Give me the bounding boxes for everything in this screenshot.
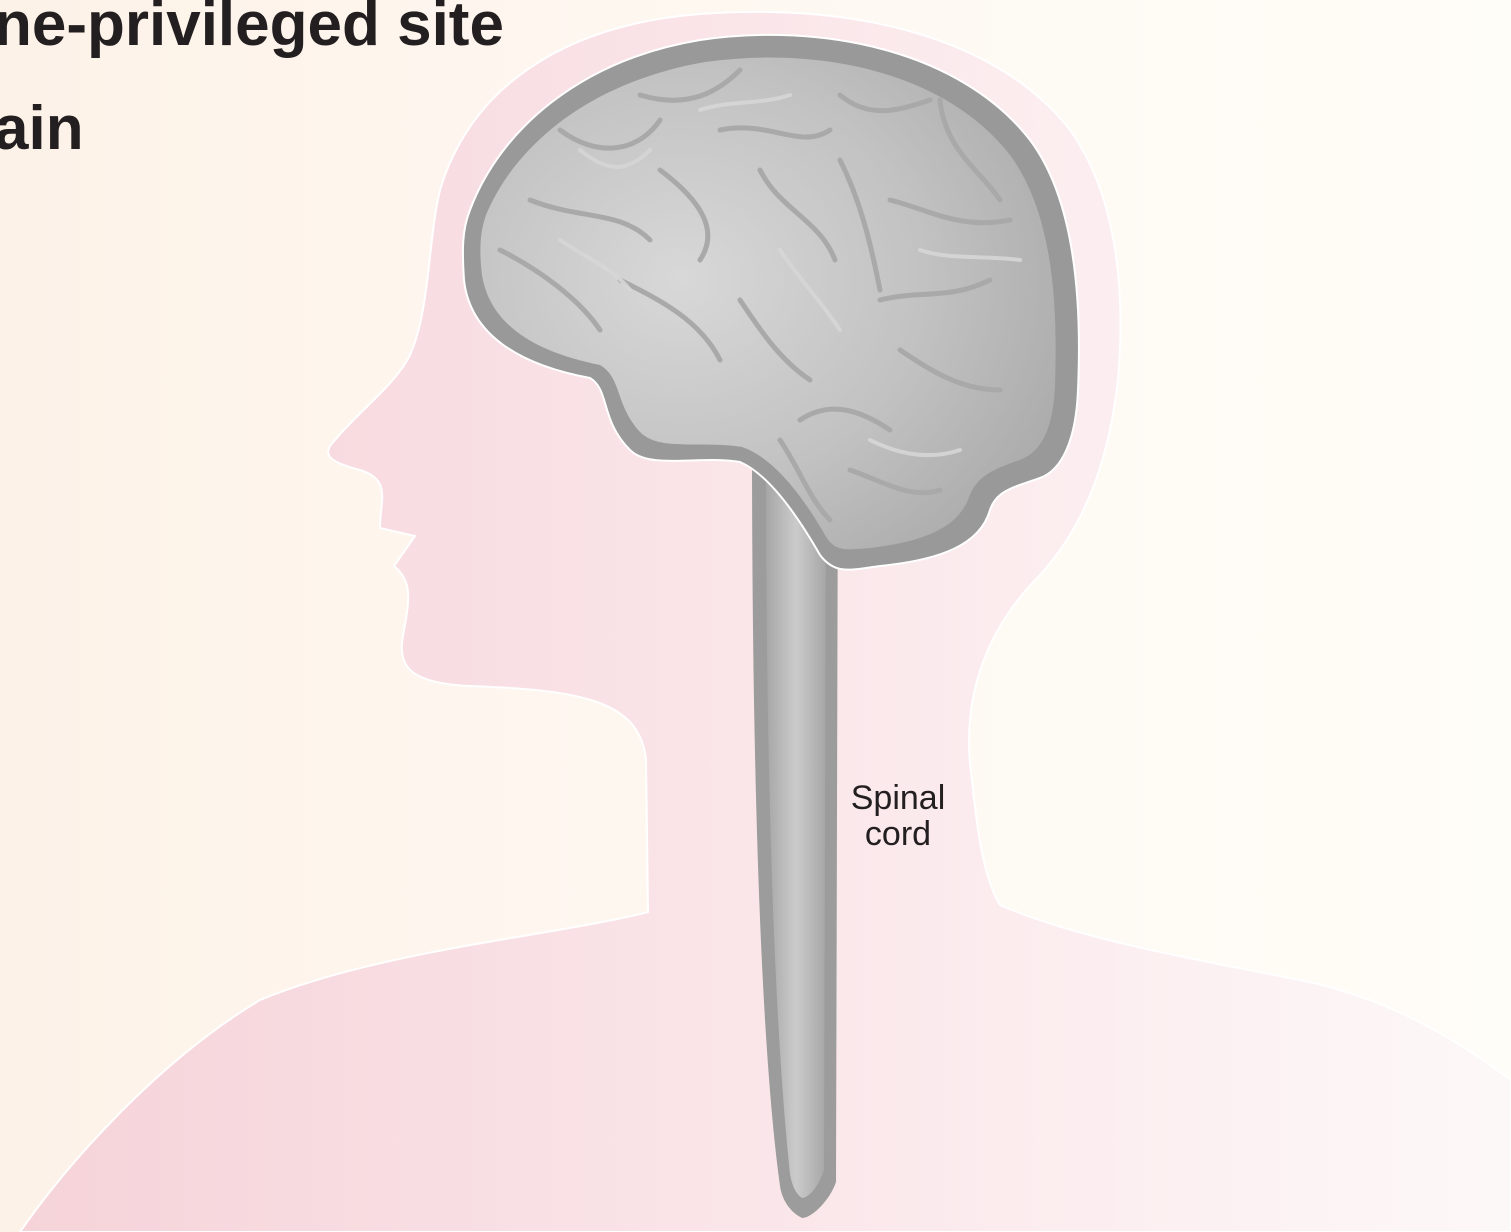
spinal-cord-label-line-1: Spinal: [851, 779, 946, 817]
spinal-cord-label-line-2: cord: [865, 815, 931, 853]
